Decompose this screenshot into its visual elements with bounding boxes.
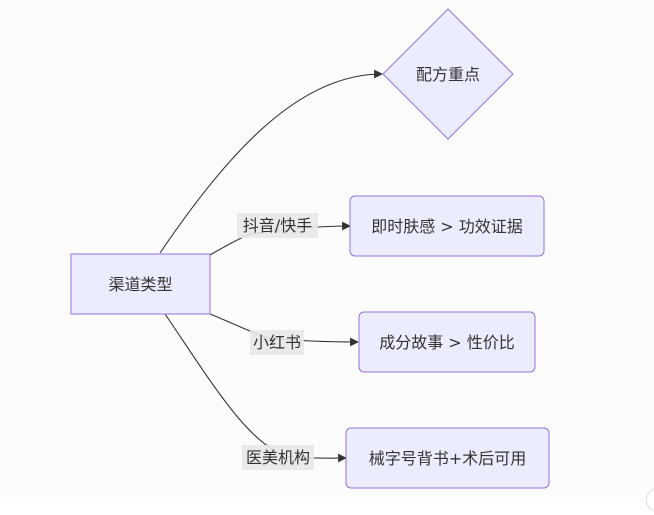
edge-label-medical-text: 医美机构 [246,448,310,467]
node-ingredients[interactable]: 成分故事 > 性价比 [358,311,536,373]
edge-label-xiaohongshu: 小红书 [250,330,304,355]
edge-source-to-formula [159,69,383,254]
flowchart-svg: 抖音/快手 小红书 医美机构 渠道类型 配方重点 即时肤感 > 功效证据 成分故… [70,8,550,489]
node-immediate[interactable]: 即时肤感 > 功效证据 [349,195,545,257]
node-source[interactable]: 渠道类型 [70,253,211,315]
edge-label-douyin-text: 抖音/快手 [243,216,312,235]
node-endorsement[interactable]: 械字号背书+术后可用 [345,427,550,489]
edge-label-medical: 医美机构 [242,445,314,470]
node-source-label: 渠道类型 [108,275,172,294]
edge-label-douyin: 抖音/快手 [237,213,318,238]
node-formula-label: 配方重点 [416,65,480,84]
edge-label-xiaohongshu-text: 小红书 [253,333,301,352]
node-immediate-label: 即时肤感 > 功效证据 [371,217,523,236]
node-formula[interactable]: 配方重点 [382,8,514,140]
diagram-canvas: 抖音/快手 小红书 医美机构 渠道类型 配方重点 即时肤感 > 功效证据 成分故… [70,8,550,489]
node-ingredients-label: 成分故事 > 性价比 [379,333,515,352]
node-endorsement-label: 械字号背书+术后可用 [369,449,526,468]
